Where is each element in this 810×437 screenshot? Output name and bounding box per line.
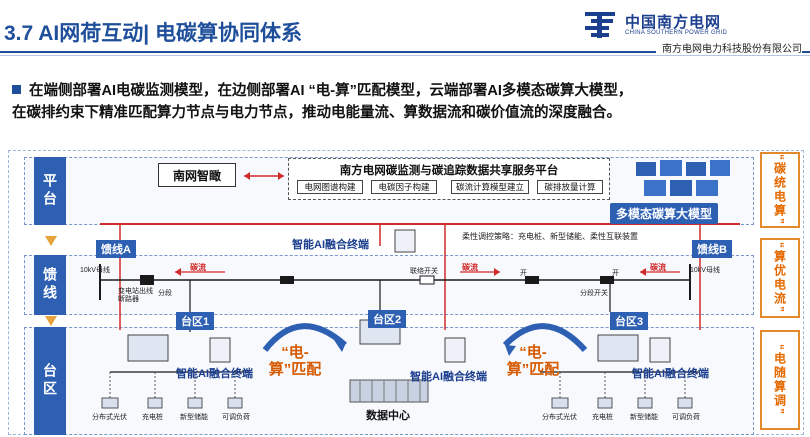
bus-10kv-right: 10kV母线 — [690, 267, 720, 274]
sub-carbon-factor: 电碳因子构建 — [371, 180, 437, 194]
down-arrow-icon — [45, 316, 57, 326]
feeder-band — [24, 255, 754, 315]
sub-carbon-flow-model: 碳流计算模型建立 — [451, 180, 529, 194]
load-charger-right: 充电桩 — [592, 414, 613, 421]
load-storage-right: 新型储能 — [630, 414, 658, 421]
area-2-label: 台区2 — [368, 310, 407, 328]
open-label-1: 开 — [520, 270, 527, 277]
dashboard-monitor-icon — [636, 160, 730, 196]
power-compute-match-right: “电-算”匹配 — [506, 344, 560, 378]
csg-logo-icon — [585, 12, 615, 38]
load-storage-left: 新型储能 — [180, 414, 208, 421]
load-adjustable-left: 可调负荷 — [222, 414, 250, 421]
service-platform-title: 南方电网碳监测与碳追踪数据共享服务平台 — [339, 165, 559, 177]
bullet-icon — [12, 85, 21, 94]
tag-power-follow: “电随算调” — [760, 330, 800, 430]
power-compute-match-left: “电-算”匹配 — [268, 344, 322, 378]
multimodal-model-label: 多模态碳算大模型 — [610, 203, 719, 224]
section-label: 分段 — [158, 290, 172, 297]
area-1-label: 台区1 — [176, 312, 215, 330]
open-label-2: 开 — [612, 270, 619, 277]
feeder-a-label: 馈线A — [96, 240, 136, 258]
header-divider-thin — [0, 55, 810, 56]
ai-terminal-area-1: 智能AI融合终端 — [176, 368, 253, 380]
ai-terminal-area-2: 智能AI融合终端 — [410, 371, 487, 383]
nanwang-zhikan-box: 南网智瞰 — [158, 163, 236, 187]
company-logo: 中国南方电网 CHINA SOUTHERN POWER GRID — [565, 6, 805, 50]
sub-grid-graph: 电网图谱构建 — [297, 180, 363, 194]
page-title: 3.7 AI网荷互动| 电碳算协同体系 — [4, 22, 302, 45]
data-center-label: 数据中心 — [366, 410, 410, 422]
sub-emission-calc: 碳排放量计算 — [537, 180, 603, 194]
load-adjustable-right: 可调负荷 — [672, 414, 700, 421]
carbon-flow-label-3: 碳流 — [650, 263, 666, 272]
tie-switch-label: 联络开关 — [410, 268, 438, 275]
tier-feeder: 馈线 — [34, 255, 66, 315]
intro-text: 在端侧部署AI电碳监测模型，在边侧部署AI “电-算”匹配模型，云端部署AI多模… — [12, 80, 802, 124]
load-charger-left: 充电桩 — [142, 414, 163, 421]
intro-line-1: 在端侧部署AI电碳监测模型，在边侧部署AI “电-算”匹配模型，云端部署AI多模… — [29, 83, 633, 99]
ai-terminal-top-label: 智能AI融合终端 — [292, 239, 369, 251]
feeder-b-label: 馈线B — [692, 240, 732, 258]
tag-compute-flow: “算优电流” — [760, 238, 800, 318]
segment-switch-label: 分段开关 — [580, 290, 608, 297]
load-pv-left: 分布式光伏 — [92, 414, 127, 421]
tag-carbon-compute: “碳统电算” — [760, 152, 800, 228]
bus-10kv-left: 10kV母线 — [80, 267, 110, 274]
company-name: 南方电网电力科技股份有限公司 — [656, 40, 802, 55]
logo-text-cn: 中国南方电网 — [625, 14, 722, 31]
carbon-flow-label-1: 碳流 — [190, 263, 206, 272]
tier-platform: 平台 — [34, 157, 66, 225]
flexible-control-strategy: 柔性调控策略：充电桩、新型储能、柔性互联装置 — [462, 232, 638, 241]
intro-line-2: 在碳排约束下精准匹配算力节点与电力节点，推动电能量流、算数据流和碳价值流的深度融… — [12, 105, 621, 121]
carbon-flow-label-2: 碳流 — [462, 263, 478, 272]
load-pv-right: 分布式光伏 — [542, 414, 577, 421]
down-arrow-icon — [45, 236, 57, 246]
ai-terminal-area-3: 智能AI融合终端 — [632, 368, 709, 380]
service-platform-box: 南方电网碳监测与碳追踪数据共享服务平台 电网图谱构建 电碳因子构建 碳流计算模型… — [288, 158, 610, 200]
header-divider — [0, 51, 810, 53]
substation-breaker-label: 变电站出线断路器 — [118, 288, 153, 303]
area-3-label: 台区3 — [610, 312, 649, 330]
logo-text-en: CHINA SOUTHERN POWER GRID — [625, 30, 728, 36]
tier-area: 台区 — [34, 327, 66, 435]
